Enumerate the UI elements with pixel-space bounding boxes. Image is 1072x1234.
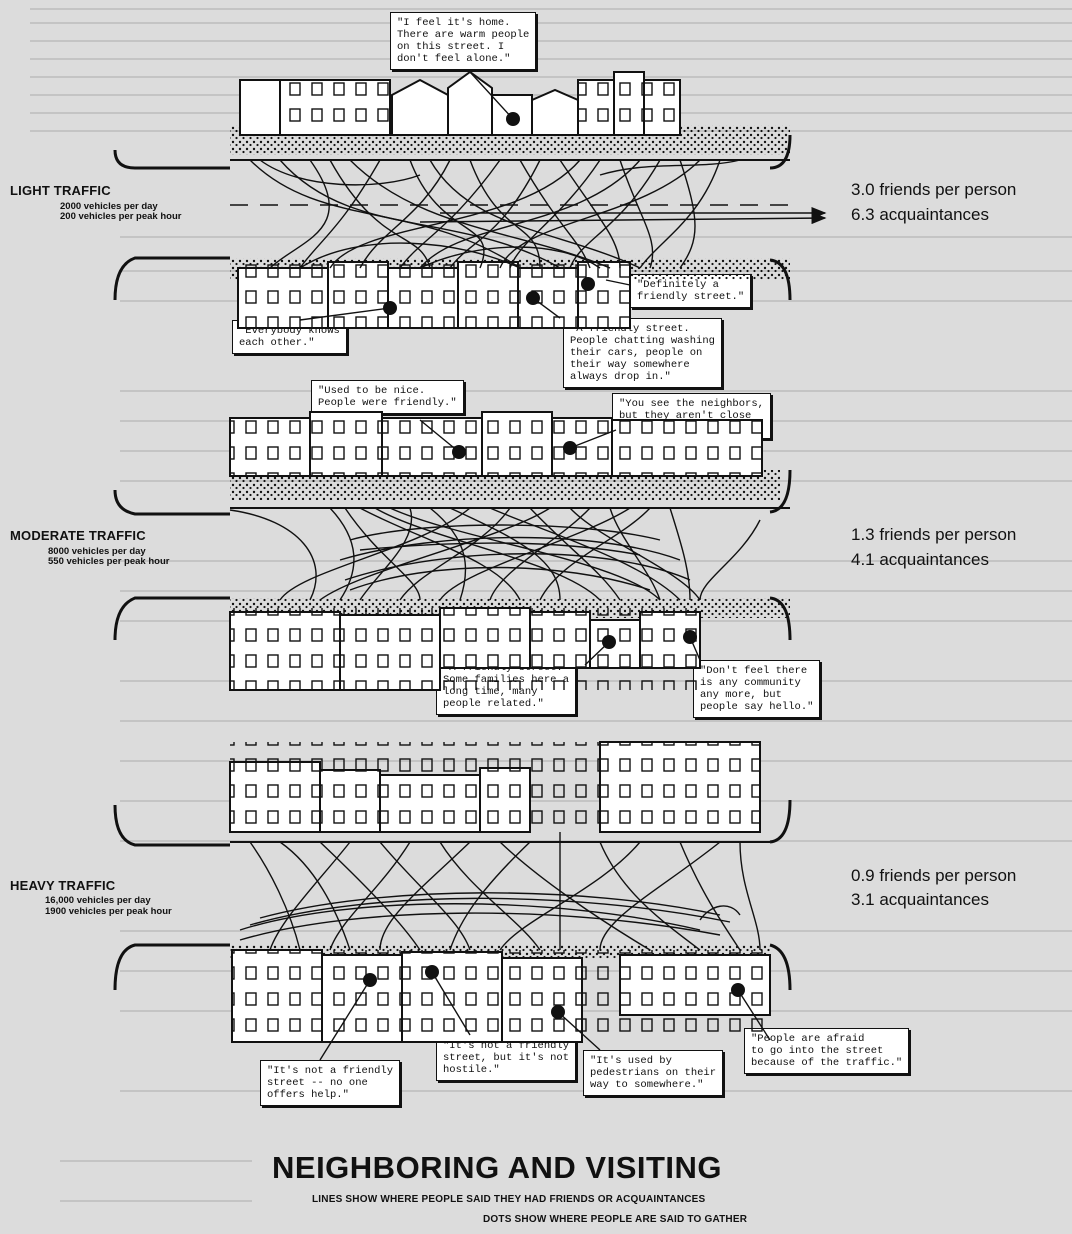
quote-callout: "I feel it's home. There are warm people… [390, 12, 537, 70]
legend-dots-caption: DOTS SHOW WHERE PEOPLE ARE SAID TO GATHE… [483, 1214, 748, 1225]
moderate-traffic-street [113, 411, 792, 691]
figure-title: NEIGHBORING AND VISITING [272, 1150, 723, 1185]
traffic-label: LIGHT TRAFFIC [10, 183, 111, 198]
quote-callout: "Used to be nice. People were friendly." [311, 380, 464, 414]
quote-callout: "People are afraid to go into the street… [744, 1028, 910, 1074]
vehicles-per-day: 16,000 vehicles per day [45, 895, 151, 906]
vehicles-per-peak-hour: 1900 vehicles per peak hour [45, 906, 172, 917]
vehicles-per-day: 2000 vehicles per day [60, 201, 158, 212]
traffic-label: MODERATE TRAFFIC [10, 528, 146, 543]
acquaintances-stat: 3.1 acquaintances [851, 890, 989, 909]
friends-stat: 0.9 friends per person [851, 866, 1017, 885]
light-traffic-street [113, 70, 827, 329]
vehicles-per-peak-hour: 200 vehicles per peak hour [60, 211, 182, 222]
quote-callout: "It's not a friendly street -- no one of… [260, 1060, 401, 1106]
legend-lines-caption: LINES SHOW WHERE PEOPLE SAID THEY HAD FR… [312, 1194, 706, 1205]
traffic-label: HEAVY TRAFFIC [10, 878, 116, 893]
friends-stat: 1.3 friends per person [851, 525, 1017, 544]
quote-callout: "Don't feel there is any community any m… [693, 660, 821, 718]
vehicles-per-day: 8000 vehicles per day [48, 546, 146, 557]
acquaintances-stat: 6.3 acquaintances [851, 205, 989, 224]
heavy-traffic-street [113, 741, 792, 1061]
vehicles-per-peak-hour: 550 vehicles per peak hour [48, 556, 170, 567]
quote-callout: "It's used by pedestrians on their way t… [583, 1050, 724, 1096]
acquaintances-stat: 4.1 acquaintances [851, 550, 989, 569]
friends-stat: 3.0 friends per person [851, 180, 1017, 199]
